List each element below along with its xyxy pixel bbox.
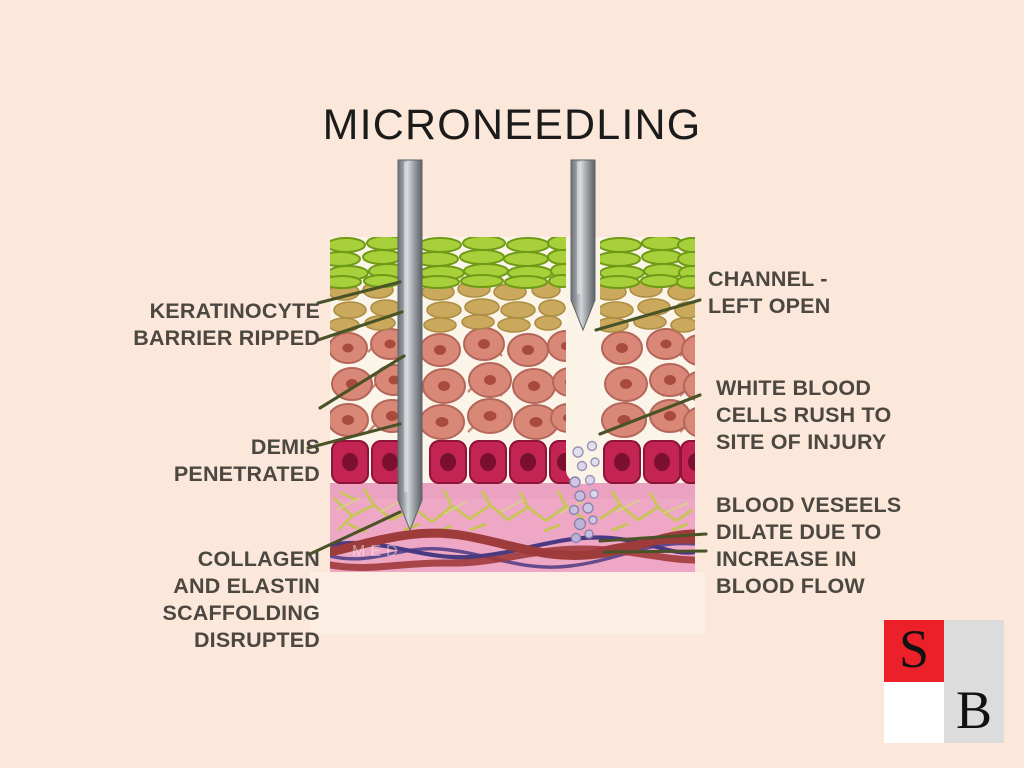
label-dermis-penetrated: DEMIS PENETRATED [173,435,320,486]
leader-spinous [318,354,406,410]
label-keratinocyte-barrier: KERATINOCYTE BARRIER RIPPED [133,299,320,350]
leader-keratinocyte-1 [316,280,402,305]
label-channel-left-open: CHANNEL - LEFT OPEN [708,267,831,318]
white-blood-cells [568,440,600,544]
leader-dermis [306,422,402,450]
leader-vessel-2 [602,549,708,554]
logo-letter-b: B [944,681,1004,743]
label-white-blood-cells: WHITE BLOOD CELLS RUSH TO SITE OF INJURY [716,376,892,454]
leader-channel [594,298,702,332]
watermark: MED [352,543,403,560]
leader-keratinocyte-2 [316,310,404,342]
label-blood-vessels-dilate: BLOOD VESEELS DILATE DUE TO INCREASE IN … [716,493,902,598]
granular-layer-cells [330,280,695,333]
leader-wbc [598,393,702,436]
spinous-cell-nuclei [342,339,676,427]
label-collagen-disrupted: COLLAGEN AND ELASTIN SCAFFOLDING DISRUPT… [162,547,320,652]
artery-branch [330,545,695,572]
page-title: MICRONEEDLING [322,101,702,149]
artery-twig [595,538,695,554]
logo-letter-s: S [884,620,944,682]
basal-cell-row [331,440,695,484]
collagen-elastin-fibers [333,488,693,534]
logo-block-bottom-left [884,681,944,743]
leader-lines [306,280,708,556]
dermis-upper-band [330,483,695,499]
spinous-layer-cells [330,327,695,440]
leader-collagen [308,510,402,556]
leader-vessel-1 [598,532,708,543]
diagram-lower-backdrop [310,572,705,634]
brand-logo[interactable]: S B [884,620,1004,743]
logo-block-top-right [944,620,1004,682]
stratum-corneum-cells [330,237,695,289]
basal-cell-nuclei [342,453,695,471]
left-needle [397,159,423,532]
right-needle [570,159,596,332]
